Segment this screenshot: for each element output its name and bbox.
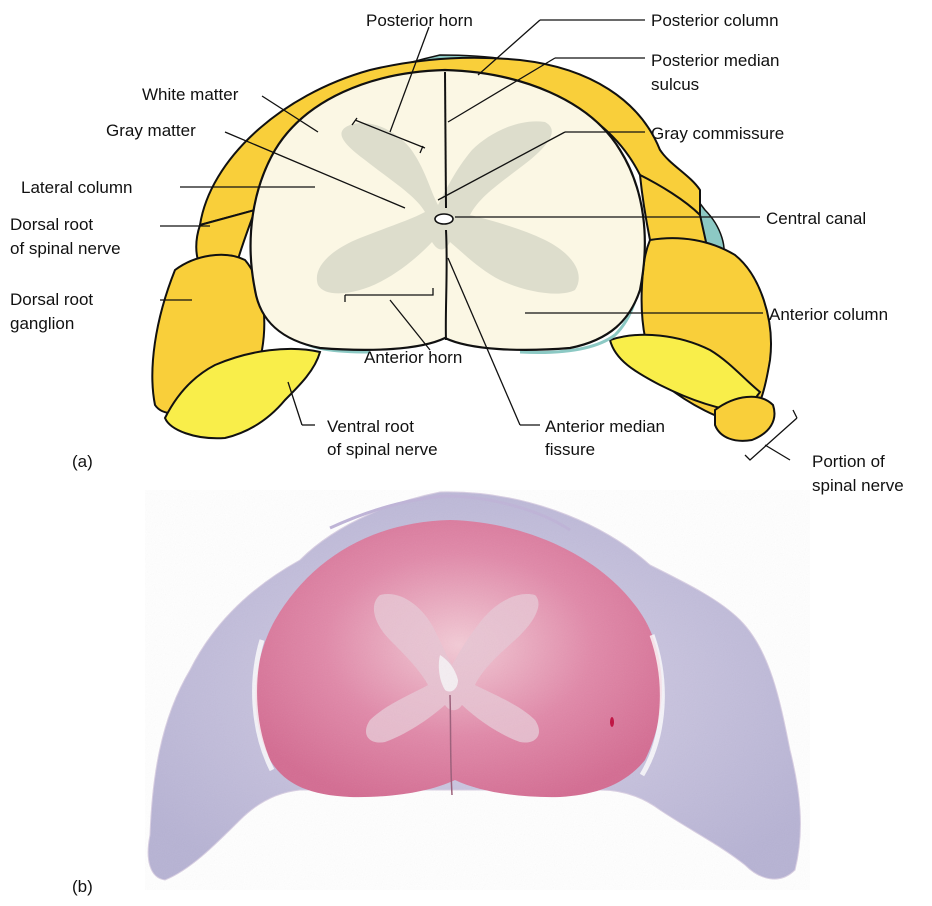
label-anterior-median-fissure-2: fissure [545, 440, 595, 459]
label-posterior-median-sulcus-1: Posterior median [651, 51, 780, 70]
label-ventral-root-2: of spinal nerve [327, 440, 438, 459]
panel-a-caption: (a) [72, 452, 93, 471]
posterior-median-sulcus-line [445, 72, 446, 208]
label-anterior-median-fissure-1: Anterior median [545, 417, 665, 436]
label-posterior-horn: Posterior horn [366, 11, 473, 30]
anterior-median-fissure-line [446, 230, 447, 340]
label-anterior-horn: Anterior horn [364, 348, 462, 367]
central-canal [435, 214, 453, 224]
label-dorsal-root-ganglion-1: Dorsal root [10, 290, 93, 309]
label-portion-spinal-nerve-2: spinal nerve [812, 476, 904, 495]
panel-a-diagram: Posterior horn Posterior column Posterio… [10, 11, 904, 495]
label-dorsal-root-2: of spinal nerve [10, 239, 121, 258]
label-posterior-column: Posterior column [651, 11, 779, 30]
label-dorsal-root-1: Dorsal root [10, 215, 93, 234]
right-spinal-nerve-portion [715, 397, 774, 441]
label-gray-commissure: Gray commissure [651, 124, 784, 143]
label-white-matter: White matter [142, 85, 239, 104]
panel-b-caption: (b) [72, 877, 93, 896]
label-gray-matter: Gray matter [106, 121, 196, 140]
label-central-canal: Central canal [766, 209, 866, 228]
label-portion-spinal-nerve-1: Portion of [812, 452, 885, 471]
panel-b-micrograph: (b) [72, 490, 810, 896]
label-dorsal-root-ganglion-2: ganglion [10, 314, 74, 333]
label-ventral-root-1: Ventral root [327, 417, 414, 436]
label-anterior-column: Anterior column [769, 305, 888, 324]
label-lateral-column: Lateral column [21, 178, 133, 197]
label-posterior-median-sulcus-2: sulcus [651, 75, 699, 94]
